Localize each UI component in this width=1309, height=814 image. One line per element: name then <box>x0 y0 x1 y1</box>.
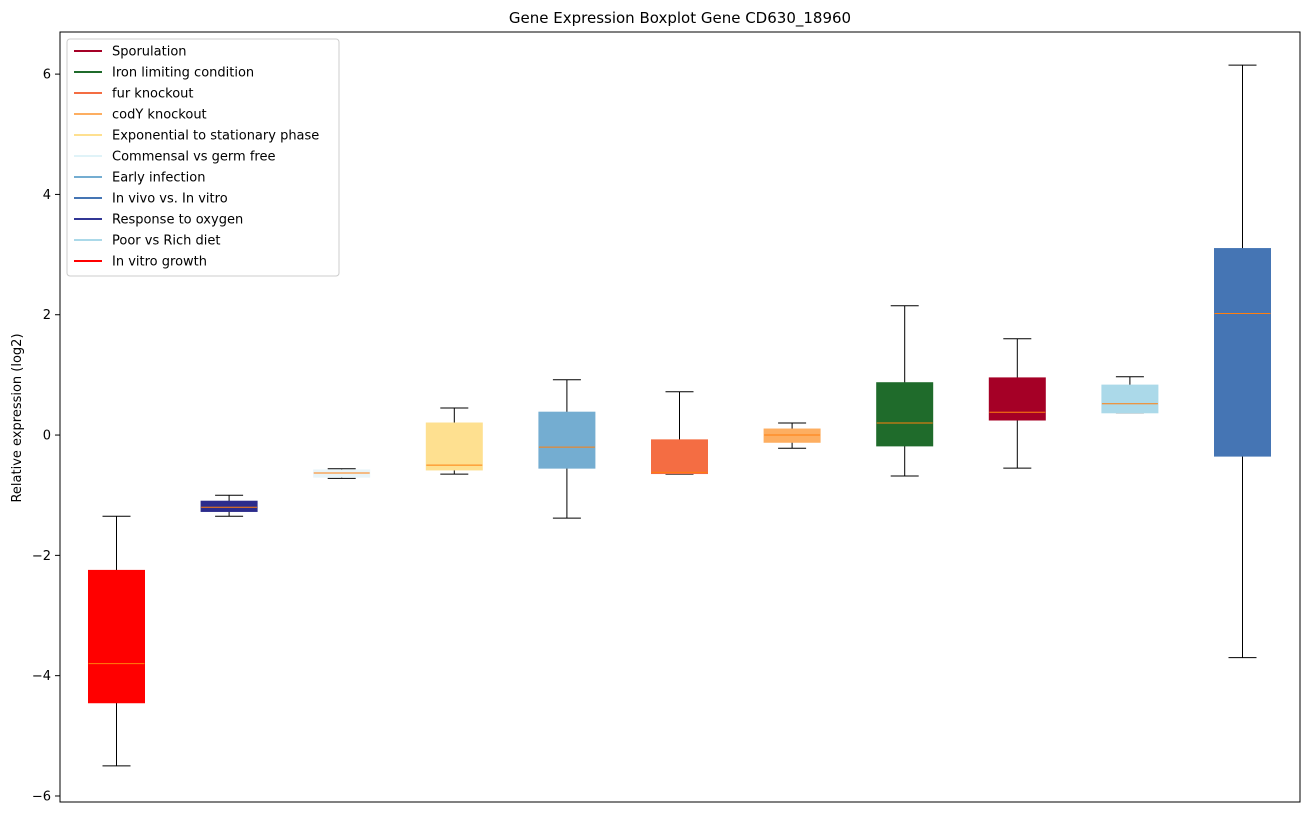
iqr-box <box>763 428 821 443</box>
legend-label: In vivo vs. In vitro <box>112 192 228 207</box>
legend-entry: In vitro growth <box>74 255 207 270</box>
box-early-infection <box>538 379 596 519</box>
legend-label: fur knockout <box>112 87 194 102</box>
box-commensal-vs-germ-free <box>313 468 371 479</box>
box-poor-vs-rich-diet <box>1101 376 1159 414</box>
box-sporulation <box>988 338 1046 469</box>
y-tick-label: 6 <box>43 68 51 83</box>
legend-entry: Iron limiting condition <box>74 66 254 81</box>
y-tick-label: 4 <box>43 188 51 203</box>
legend-entry: Commensal vs germ free <box>74 150 275 165</box>
iqr-box <box>1101 384 1159 414</box>
iqr-box <box>425 422 483 471</box>
legend-entry: In vivo vs. In vitro <box>74 192 228 207</box>
iqr-box <box>1214 248 1271 457</box>
legend-label: Iron limiting condition <box>112 66 254 81</box>
iqr-box <box>876 382 934 447</box>
y-tick-label: 0 <box>43 429 51 444</box>
iqr-box <box>988 377 1046 421</box>
iqr-box <box>313 469 371 478</box>
legend-label: Exponential to stationary phase <box>112 129 319 144</box>
legend-entry: Sporulation <box>74 45 187 60</box>
legend-frame <box>66 38 340 277</box>
chart-title: Gene Expression Boxplot Gene CD630_18960 <box>509 9 851 28</box>
box-exponential-to-stationary-phase <box>425 407 483 475</box>
legend-label: Sporulation <box>112 45 187 60</box>
plot-frame <box>59 31 1301 803</box>
legend-entry: codY knockout <box>74 108 207 123</box>
legend-entry: Early infection <box>74 171 205 186</box>
iqr-box <box>651 439 708 475</box>
box-in-vitro-growth <box>88 515 145 767</box>
legend-label: codY knockout <box>112 108 207 123</box>
legend-label: Early infection <box>112 171 205 186</box>
legend-label: Response to oxygen <box>112 213 243 228</box>
legend-label: Commensal vs germ free <box>112 150 275 165</box>
iqr-box <box>88 569 145 704</box>
legend-entry: Poor vs Rich diet <box>74 234 220 249</box>
box-iron-limiting-condition <box>876 305 934 477</box>
iqr-box <box>200 500 258 512</box>
y-tick-label: −4 <box>32 669 51 684</box>
iqr-box <box>538 411 596 469</box>
box-cody-knockout <box>763 422 821 449</box>
box-in-vivo-vs-in-vitro <box>1214 64 1271 659</box>
y-tick-label: −6 <box>32 789 51 804</box>
legend-entry: Response to oxygen <box>74 213 243 228</box>
y-tick-label: −2 <box>32 549 51 564</box>
legend-entry: Exponential to stationary phase <box>74 129 319 144</box>
plot-area: −6 −4 −2 0 2 4 6 <box>32 64 1271 804</box>
box-fur-knockout <box>651 391 708 475</box>
y-axis-label: Relative expression (log2) <box>10 333 25 502</box>
y-tick-label: 2 <box>43 308 51 323</box>
legend-label: In vitro growth <box>112 255 207 270</box>
legend-label: Poor vs Rich diet <box>112 234 220 249</box>
legend-entry: fur knockout <box>74 87 194 102</box>
box-response-to-oxygen <box>200 494 258 517</box>
